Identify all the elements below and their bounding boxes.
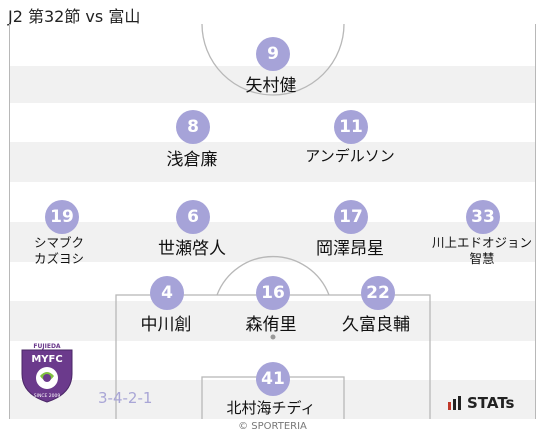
player-name-17: 岡澤昂星 [316, 239, 384, 259]
club-logo: FUJIEDA MYFC SINCE 2009 [21, 343, 73, 403]
pitch-stripe [10, 66, 535, 103]
stats-logo-text: STATs [467, 394, 515, 412]
player-number-33: 33 [466, 200, 500, 234]
player-number-4: 4 [150, 276, 184, 310]
player-number-22: 22 [361, 276, 395, 310]
player-name-11: アンデルソン [305, 147, 395, 165]
player-name-22: 久富良輔 [342, 315, 410, 335]
logo-letters: MYFC [31, 354, 62, 365]
player-number-17: 17 [334, 200, 368, 234]
stats-logo: STATs [448, 394, 514, 412]
stats-bars-icon [448, 396, 461, 410]
player-number-41: 41 [256, 362, 290, 396]
player-name-19-line1: シマブク [33, 235, 85, 250]
copyright-text: © SPORTERIA [238, 421, 307, 432]
formation-label: 3-4-2-1 [98, 389, 153, 407]
player-name-4: 中川創 [140, 315, 192, 335]
page-title: J2 第32節 vs 富山 [8, 7, 141, 26]
pitch-stripe [10, 142, 535, 182]
player-name-6: 世瀬啓人 [158, 239, 226, 259]
player-name-19-line2: カズヨシ [33, 251, 85, 266]
logo-bottom-text: SINCE 2009 [34, 393, 61, 399]
player-number-8: 8 [176, 110, 210, 144]
player-number-11: 11 [334, 110, 368, 144]
player-name-8: 浅倉廉 [166, 150, 218, 170]
player-name-33-line2: 智慧 [469, 251, 495, 266]
player-number-19: 19 [45, 200, 79, 234]
player-number-16: 16 [256, 276, 290, 310]
player-name-33-line1: 川上エドオジョン [431, 235, 533, 250]
player-name-16: 森侑里 [245, 315, 297, 335]
pitch-stripe [10, 222, 535, 262]
logo-top-text: FUJIEDA [33, 343, 61, 350]
player-name-9: 矢村健 [245, 76, 297, 96]
player-number-9: 9 [256, 37, 290, 71]
player-name-41: 北村海チディ [226, 399, 316, 417]
player-number-6: 6 [176, 200, 210, 234]
